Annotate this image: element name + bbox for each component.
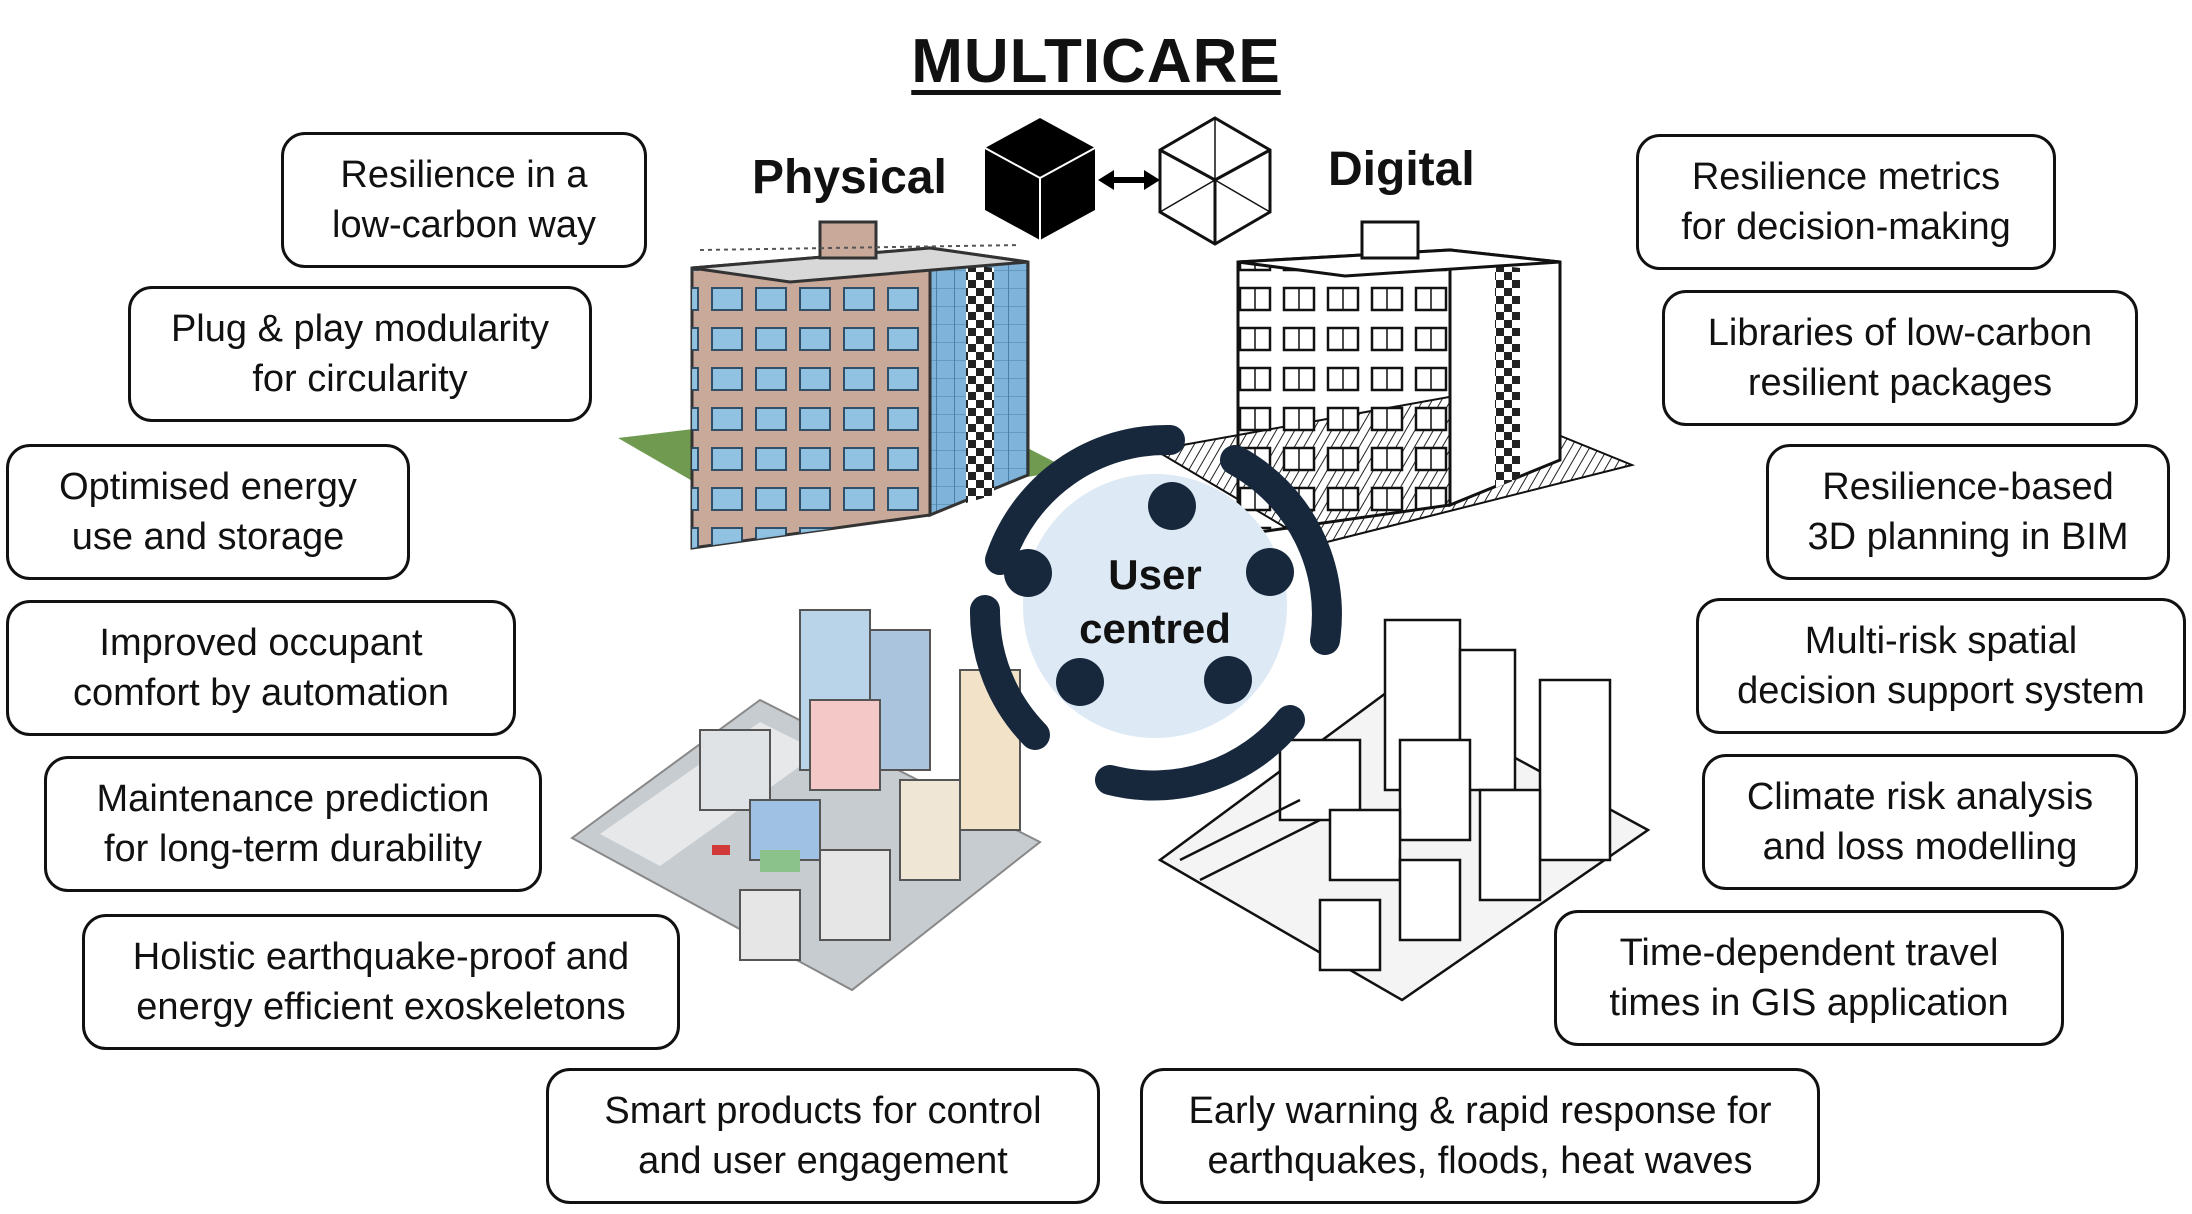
physical-city-illustration — [570, 609, 1042, 992]
box-occupant-comfort: Improved occupant comfort by automation — [6, 600, 516, 736]
box-optimised-energy: Optimised energy use and storage — [6, 444, 410, 580]
box-line: Optimised energy — [59, 466, 357, 508]
box-line: 3D planning in BIM — [1807, 516, 2129, 558]
physical-cube-icon — [984, 118, 1096, 240]
box-line: Early warning & rapid response for — [1188, 1090, 1772, 1132]
box-climate-risk: Climate risk analysis and loss modelling — [1702, 754, 2138, 890]
box-line: for decision-making — [1681, 206, 2011, 248]
center-label: User centred — [1055, 548, 1255, 656]
box-resilience-low-carbon: Resilience in a low-carbon way — [281, 132, 647, 268]
box-line: Holistic earthquake-proof and — [132, 936, 630, 978]
box-line: Improved occupant — [99, 622, 423, 664]
digital-city-illustration — [1157, 618, 1651, 1002]
box-line: Maintenance prediction — [96, 778, 490, 820]
box-maintenance-prediction: Maintenance prediction for long-term dur… — [44, 756, 542, 892]
box-line: Resilience metrics — [1691, 156, 2001, 198]
box-line: Resilience in a — [340, 154, 588, 196]
box-line: resilient packages — [1747, 362, 2053, 404]
box-line: Plug & play modularity — [170, 308, 550, 350]
box-line: and loss modelling — [1762, 826, 2078, 868]
box-exoskeletons: Holistic earthquake-proof and energy eff… — [82, 914, 680, 1050]
physical-building-illustration — [618, 220, 1070, 550]
digital-cube-icon — [1158, 116, 1272, 246]
box-line: Smart products for control — [604, 1090, 1042, 1132]
box-line: times in GIS application — [1609, 982, 2009, 1024]
box-line: for circularity — [252, 358, 468, 400]
box-travel-times-gis: Time-dependent travel times in GIS appli… — [1554, 910, 2064, 1046]
box-line: use and storage — [71, 516, 345, 558]
box-multi-risk-dss: Multi-risk spatial decision support syst… — [1696, 598, 2186, 734]
box-smart-products: Smart products for control and user enga… — [546, 1068, 1100, 1204]
box-line: Multi-risk spatial — [1804, 620, 2078, 662]
box-line: low-carbon way — [332, 204, 596, 246]
center-label-line2: centred — [1079, 605, 1231, 652]
box-line: Libraries of low-carbon — [1707, 312, 2093, 354]
box-line: and user engagement — [638, 1140, 1008, 1182]
user-centred-ring-icon — [969, 424, 1342, 801]
box-line: decision support system — [1737, 670, 2145, 712]
box-line: Resilience-based — [1822, 466, 2114, 508]
box-line: for long-term durability — [103, 828, 483, 870]
box-resilience-metrics: Resilience metrics for decision-making — [1636, 134, 2056, 270]
diagram-title: MULTICARE — [911, 27, 1281, 96]
box-3d-planning-bim: Resilience-based 3D planning in BIM — [1766, 444, 2170, 580]
box-line: energy efficient exoskeletons — [136, 986, 626, 1028]
center-label-line1: User — [1108, 551, 1202, 598]
box-line: Climate risk analysis — [1746, 776, 2094, 818]
box-early-warning: Early warning & rapid response for earth… — [1140, 1068, 1820, 1204]
physical-label: Physical — [752, 151, 947, 204]
box-plug-play-modularity: Plug & play modularity for circularity — [128, 286, 592, 422]
box-line: Time-dependent travel — [1619, 932, 1999, 974]
box-libraries-packages: Libraries of low-carbon resilient packag… — [1662, 290, 2138, 426]
box-line: comfort by automation — [73, 672, 449, 714]
box-line: earthquakes, floods, heat waves — [1207, 1140, 1753, 1182]
double-arrow-icon — [1098, 170, 1160, 190]
digital-label: Digital — [1328, 143, 1475, 196]
